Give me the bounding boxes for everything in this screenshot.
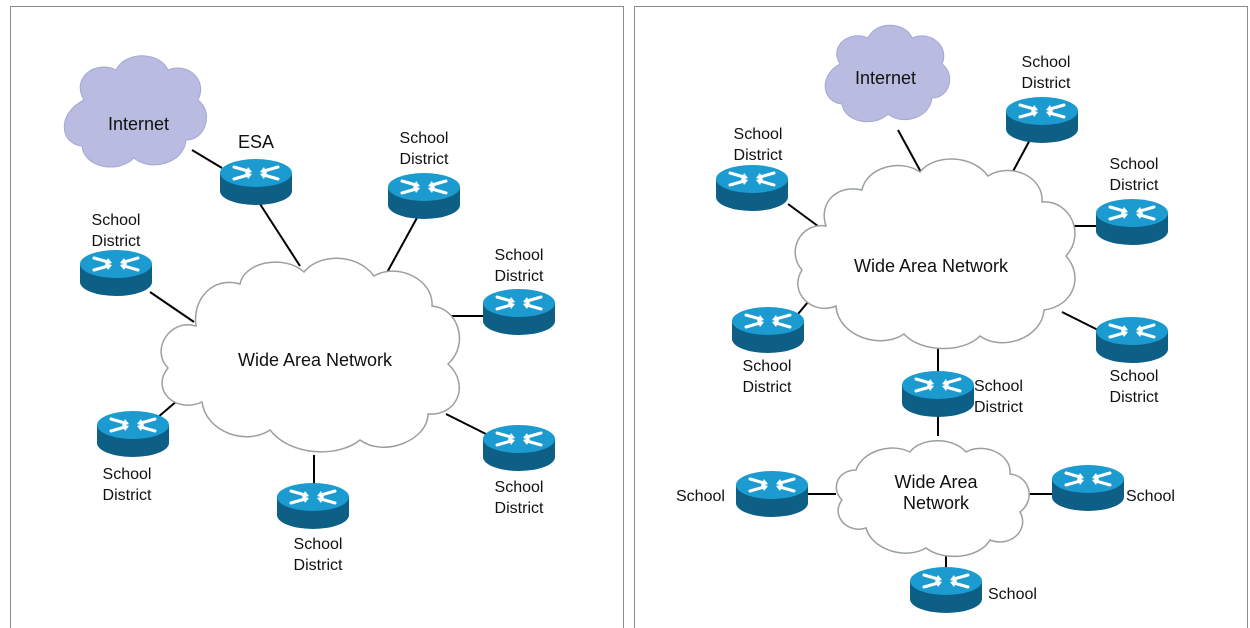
router-icon xyxy=(481,287,557,337)
right-wan-cloud-lower xyxy=(835,440,1030,558)
wan-label: Wide Area Network xyxy=(238,350,393,370)
router-icon xyxy=(900,369,976,419)
router-icon xyxy=(734,469,810,519)
router-icon xyxy=(714,163,790,213)
router-icon xyxy=(730,305,806,355)
internet-label: Internet xyxy=(855,68,917,88)
router-icon xyxy=(481,423,557,473)
school-label: School xyxy=(676,488,725,505)
esa-label: ESA xyxy=(238,132,275,152)
router-icon xyxy=(386,171,462,221)
router-icon xyxy=(1004,95,1080,145)
router-icon xyxy=(275,481,351,531)
router-icon xyxy=(78,248,154,298)
left-wan-cloud xyxy=(160,257,461,453)
router-icon xyxy=(1050,463,1126,513)
wan-label: Wide Area Network xyxy=(854,256,1009,276)
right-wan-cloud-upper xyxy=(794,158,1076,350)
router-icon xyxy=(1094,197,1170,247)
internet-label: Internet xyxy=(108,114,170,134)
router-icon xyxy=(1094,315,1170,365)
school-label: School xyxy=(1126,488,1175,505)
router-icon xyxy=(908,565,984,615)
router-icon xyxy=(95,409,171,459)
router-icon xyxy=(218,157,294,207)
left-internet-cloud xyxy=(63,55,207,168)
right-internet-cloud xyxy=(824,24,951,123)
school-label: School xyxy=(988,586,1037,603)
